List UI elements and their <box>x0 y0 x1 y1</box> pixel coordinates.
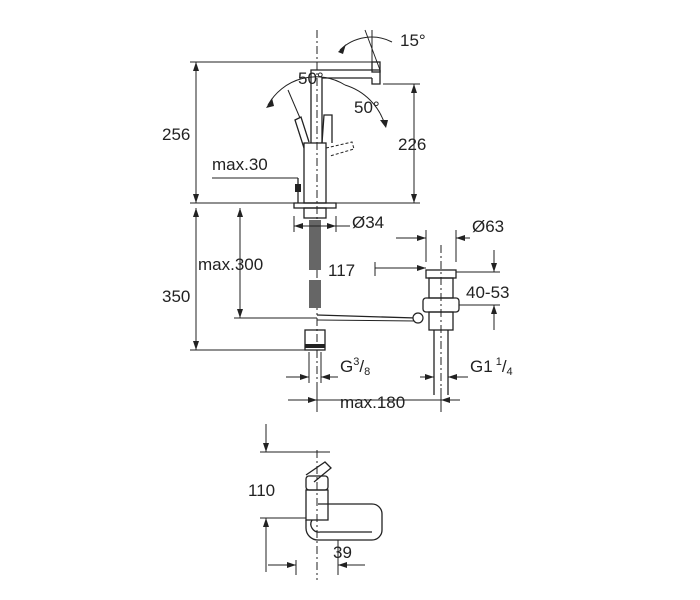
dimension-lines <box>190 61 500 412</box>
hose-upper <box>309 220 321 270</box>
label-350: 350 <box>162 287 190 306</box>
label-40-53: 40-53 <box>466 283 509 302</box>
drain-assembly <box>316 245 460 395</box>
label-dia63: Ø63 <box>472 217 504 236</box>
popup-knob <box>295 184 301 192</box>
spout-left-edge <box>310 69 380 143</box>
label-dia34: Ø34 <box>352 213 384 232</box>
label-15deg: 15° <box>400 31 426 50</box>
label-256: 256 <box>162 125 190 144</box>
faucet-body <box>303 142 327 204</box>
angle-arc-15 <box>339 36 393 51</box>
plan-view <box>260 424 383 580</box>
label-max300: max.300 <box>198 255 263 274</box>
label-g38: G3/8 <box>340 356 370 378</box>
angle-arc-50-right <box>344 84 386 126</box>
plan-spout <box>305 503 383 541</box>
label-50deg-right: 50° <box>354 98 380 117</box>
drain-rod <box>316 314 417 319</box>
label-110: 110 <box>248 481 275 500</box>
hose-lower <box>309 280 321 308</box>
label-117: 117 <box>328 261 355 280</box>
angle-arc-50-left <box>267 76 346 106</box>
hose-nut <box>305 344 325 348</box>
label-max180: max.180 <box>340 393 405 412</box>
drain-body-bottom <box>428 311 454 331</box>
spout-right-edge <box>321 77 372 143</box>
plan-body <box>305 489 329 521</box>
lever-center <box>321 114 333 144</box>
label-max30: max.30 <box>212 155 268 174</box>
spout-outlet <box>371 70 381 85</box>
hose-connector <box>304 329 326 351</box>
label-50deg-left: 50° <box>298 69 324 88</box>
plan-lever <box>305 461 332 483</box>
angle-indicators <box>266 29 393 128</box>
label-226: 226 <box>398 135 426 154</box>
drain-pivot <box>412 312 424 324</box>
base-flange <box>293 202 337 209</box>
base-nut <box>303 207 327 219</box>
label-39: 39 <box>333 543 352 562</box>
lever-right-ghost <box>325 141 355 157</box>
faucet-elevation <box>293 30 381 395</box>
aerator <box>371 61 381 73</box>
dimension-labels: 15° 50° 50° 256 226 max.30 Ø34 Ø63 max.3… <box>162 31 513 562</box>
lever-left <box>294 116 310 149</box>
